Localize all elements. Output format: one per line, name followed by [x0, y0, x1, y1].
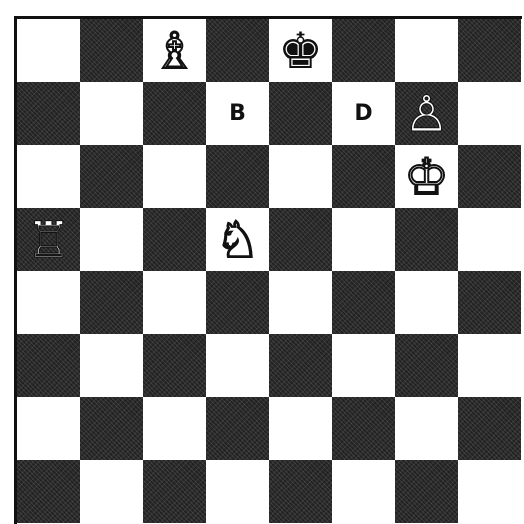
- square-d2[interactable]: [206, 397, 269, 460]
- square-h1[interactable]: [458, 460, 521, 523]
- square-d6[interactable]: [206, 145, 269, 208]
- square-b4[interactable]: [80, 271, 143, 334]
- square-e5[interactable]: [269, 208, 332, 271]
- square-e2[interactable]: [269, 397, 332, 460]
- square-b5[interactable]: [80, 208, 143, 271]
- square-a7[interactable]: [17, 82, 80, 145]
- square-f3[interactable]: [332, 334, 395, 397]
- square-f7[interactable]: D: [332, 82, 395, 145]
- square-h2[interactable]: [458, 397, 521, 460]
- square-c8[interactable]: ♗: [143, 19, 206, 82]
- square-a3[interactable]: [17, 334, 80, 397]
- square-f6[interactable]: [332, 145, 395, 208]
- square-a4[interactable]: [17, 271, 80, 334]
- square-c1[interactable]: [143, 460, 206, 523]
- square-label-b: B: [206, 82, 269, 145]
- square-d7[interactable]: B: [206, 82, 269, 145]
- square-f2[interactable]: [332, 397, 395, 460]
- square-e3[interactable]: [269, 334, 332, 397]
- square-e4[interactable]: [269, 271, 332, 334]
- square-b3[interactable]: [80, 334, 143, 397]
- square-c2[interactable]: [143, 397, 206, 460]
- square-f8[interactable]: [332, 19, 395, 82]
- square-d5[interactable]: ♘: [206, 208, 269, 271]
- black-king-icon[interactable]: ♚: [269, 19, 332, 82]
- square-e1[interactable]: [269, 460, 332, 523]
- square-h6[interactable]: [458, 145, 521, 208]
- square-c7[interactable]: [143, 82, 206, 145]
- square-f1[interactable]: [332, 460, 395, 523]
- square-e8[interactable]: ♚: [269, 19, 332, 82]
- square-label-d: D: [332, 82, 395, 145]
- square-b7[interactable]: [80, 82, 143, 145]
- square-c4[interactable]: [143, 271, 206, 334]
- square-h4[interactable]: [458, 271, 521, 334]
- square-a1[interactable]: [17, 460, 80, 523]
- square-d8[interactable]: [206, 19, 269, 82]
- square-g5[interactable]: [395, 208, 458, 271]
- square-g4[interactable]: [395, 271, 458, 334]
- square-h8[interactable]: [458, 19, 521, 82]
- white-pawn-icon[interactable]: ♙: [395, 82, 458, 145]
- square-g3[interactable]: [395, 334, 458, 397]
- square-e6[interactable]: [269, 145, 332, 208]
- square-g7[interactable]: ♙: [395, 82, 458, 145]
- white-bishop-icon[interactable]: ♗: [143, 19, 206, 82]
- square-h5[interactable]: [458, 208, 521, 271]
- square-g6[interactable]: ♔: [395, 145, 458, 208]
- square-g1[interactable]: [395, 460, 458, 523]
- square-a6[interactable]: [17, 145, 80, 208]
- square-g2[interactable]: [395, 397, 458, 460]
- square-b8[interactable]: [80, 19, 143, 82]
- square-d3[interactable]: [206, 334, 269, 397]
- white-knight-icon[interactable]: ♘: [206, 208, 269, 271]
- square-b2[interactable]: [80, 397, 143, 460]
- square-h3[interactable]: [458, 334, 521, 397]
- square-a5[interactable]: ♖: [17, 208, 80, 271]
- square-d4[interactable]: [206, 271, 269, 334]
- square-d1[interactable]: [206, 460, 269, 523]
- white-rook-icon[interactable]: ♖: [17, 208, 80, 271]
- white-king-icon[interactable]: ♔: [395, 145, 458, 208]
- square-h7[interactable]: [458, 82, 521, 145]
- square-c3[interactable]: [143, 334, 206, 397]
- square-b6[interactable]: [80, 145, 143, 208]
- square-a8[interactable]: [17, 19, 80, 82]
- square-e7[interactable]: [269, 82, 332, 145]
- square-f5[interactable]: [332, 208, 395, 271]
- square-b1[interactable]: [80, 460, 143, 523]
- square-f4[interactable]: [332, 271, 395, 334]
- square-a2[interactable]: [17, 397, 80, 460]
- square-g8[interactable]: [395, 19, 458, 82]
- square-c5[interactable]: [143, 208, 206, 271]
- square-c6[interactable]: [143, 145, 206, 208]
